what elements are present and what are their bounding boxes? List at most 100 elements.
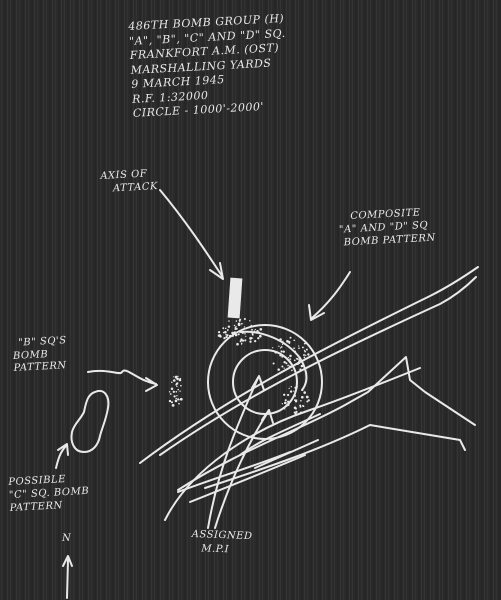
bomb-burst [282,350,285,353]
bomb-burst [301,346,304,349]
b-sq-arrow [87,369,157,385]
bomb-burst [178,402,180,405]
bomb-burst [254,339,257,343]
bomb-burst [287,393,290,397]
bomb-burst [243,326,246,328]
bomb-burst [293,339,296,342]
bomb-burst [303,349,306,352]
bomb-burst [240,338,243,341]
bomb-burst [233,324,236,327]
bomb-burst [290,386,292,388]
axis-arrowhead [209,262,224,280]
bomb-burst [296,399,298,401]
bomb-burst [298,361,300,363]
bomb-burst [245,335,247,337]
bomb-burst [295,410,298,413]
bomb-burst [244,333,246,335]
bomb-burst [177,388,179,391]
bomb-burst [294,350,297,353]
mpi-arrowhead-short [261,409,274,424]
bomb-burst [303,342,306,345]
bomb-burst [222,327,225,330]
rail-yard-branch-3 [204,424,466,489]
bomb-burst [170,401,174,404]
bomb-burst [235,326,237,328]
bomb-burst [168,399,172,403]
north-arrow [62,555,73,599]
assigned-mpi-label: ASSIGNED M.P.I [191,528,253,556]
axis-of-attack-strip [227,277,243,319]
bomb-burst [303,391,306,394]
bomb-burst [171,404,175,407]
bomb-burst [307,353,310,356]
c-sq-arrowhead [57,443,69,456]
bomb-burst [286,403,289,407]
bomb-burst [287,356,290,359]
circle-2000ft [207,324,323,440]
bomb-burst [307,396,309,398]
bomb-burst [281,403,284,405]
bomb-burst [177,375,179,378]
bomb-burst [298,345,300,347]
bomb-burst-dots [168,317,310,415]
bomb-burst [288,365,291,368]
bomb-burst [178,378,182,382]
bomb-burst [286,400,290,404]
bomb-burst [289,360,292,363]
bomb-burst [168,391,171,393]
bomb-burst [291,369,293,372]
bomb-burst [302,405,304,407]
north-label: N [62,533,72,544]
bomb-burst [171,381,173,383]
bomb-burst [293,406,297,410]
b-sq-arrowhead [145,377,158,392]
bomb-burst [239,340,242,343]
bomb-burst [288,340,291,343]
bomb-burst [174,399,178,403]
bomb-burst [294,412,297,415]
bomb-burst [293,390,295,392]
bomb-burst [250,324,253,327]
bomb-burst [281,355,284,358]
bomb-burst [169,393,172,395]
bomb-burst [279,347,282,349]
bomb-burst [272,362,275,365]
bomb-burst [296,362,300,365]
bomb-burst [298,347,300,350]
bomb-burst [173,391,175,394]
bomb-burst [283,393,286,396]
bomb-burst [305,348,308,351]
bomb-burst [237,333,240,336]
bomb-burst [253,330,256,332]
bomb-burst [227,325,231,328]
bomb-burst [225,335,228,339]
bomb-burst [233,332,236,335]
bomb-burst [176,377,179,381]
bomb-burst [250,337,253,340]
bomb-burst [177,398,180,401]
bomb-burst [289,358,292,360]
bomb-burst [278,345,280,347]
bomb-burst [228,320,230,322]
bomb-burst [234,333,238,337]
bomb-burst [258,331,261,334]
bomb-burst [285,362,288,365]
bomb-burst [300,399,302,402]
rail-line-upper [139,266,479,464]
bomb-burst [296,386,298,388]
bomb-burst [254,328,256,331]
bomb-burst [299,368,302,371]
bomb-burst [251,328,253,331]
bomb-burst [239,318,242,321]
bomb-burst [283,367,285,369]
bomb-burst [288,387,290,390]
bomb-burst [280,346,283,348]
bomb-burst [179,390,181,392]
bomb-burst [281,343,284,345]
bomb-burst [293,347,295,350]
bomb-burst [281,365,284,368]
axis-of-attack-label: AXIS OF ATTACK [100,168,159,195]
